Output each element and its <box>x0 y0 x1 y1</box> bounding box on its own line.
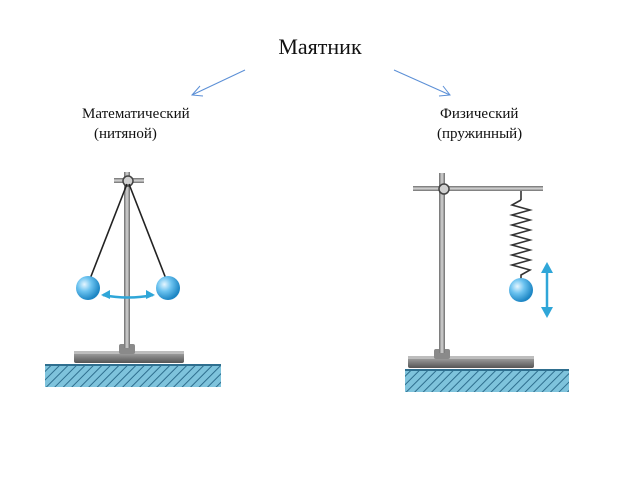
phys-pendulum-label: Физический <box>440 106 519 122</box>
ball-spring <box>509 278 533 302</box>
string-left <box>87 183 128 285</box>
string-right <box>128 183 169 285</box>
diagram-title: Маятник <box>278 34 362 59</box>
stand-base-left <box>74 352 184 363</box>
stand-rod-right <box>439 173 445 353</box>
math-pendulum-label: Математический <box>82 106 190 122</box>
spring <box>509 199 533 279</box>
ball-right-position <box>156 276 180 300</box>
ball-left-position <box>76 276 100 300</box>
arrow-to-math <box>190 69 246 97</box>
ground-left <box>45 365 221 387</box>
math-pendulum-figure <box>45 172 221 387</box>
phys-pendulum-figure <box>405 173 569 392</box>
oscillation-arrow <box>541 262 553 318</box>
stand-base-right <box>408 357 534 368</box>
crossbar-right <box>413 186 543 191</box>
arrow-to-phys <box>393 69 451 97</box>
phys-pendulum-sublabel: (пружинный) <box>437 126 523 142</box>
clamp-right <box>438 183 450 195</box>
ground-right <box>405 370 569 392</box>
swing-arrow <box>101 290 155 299</box>
stand-rod-left <box>124 172 130 348</box>
pivot-left <box>122 175 134 187</box>
math-pendulum-sublabel: (нитяной) <box>94 126 157 142</box>
